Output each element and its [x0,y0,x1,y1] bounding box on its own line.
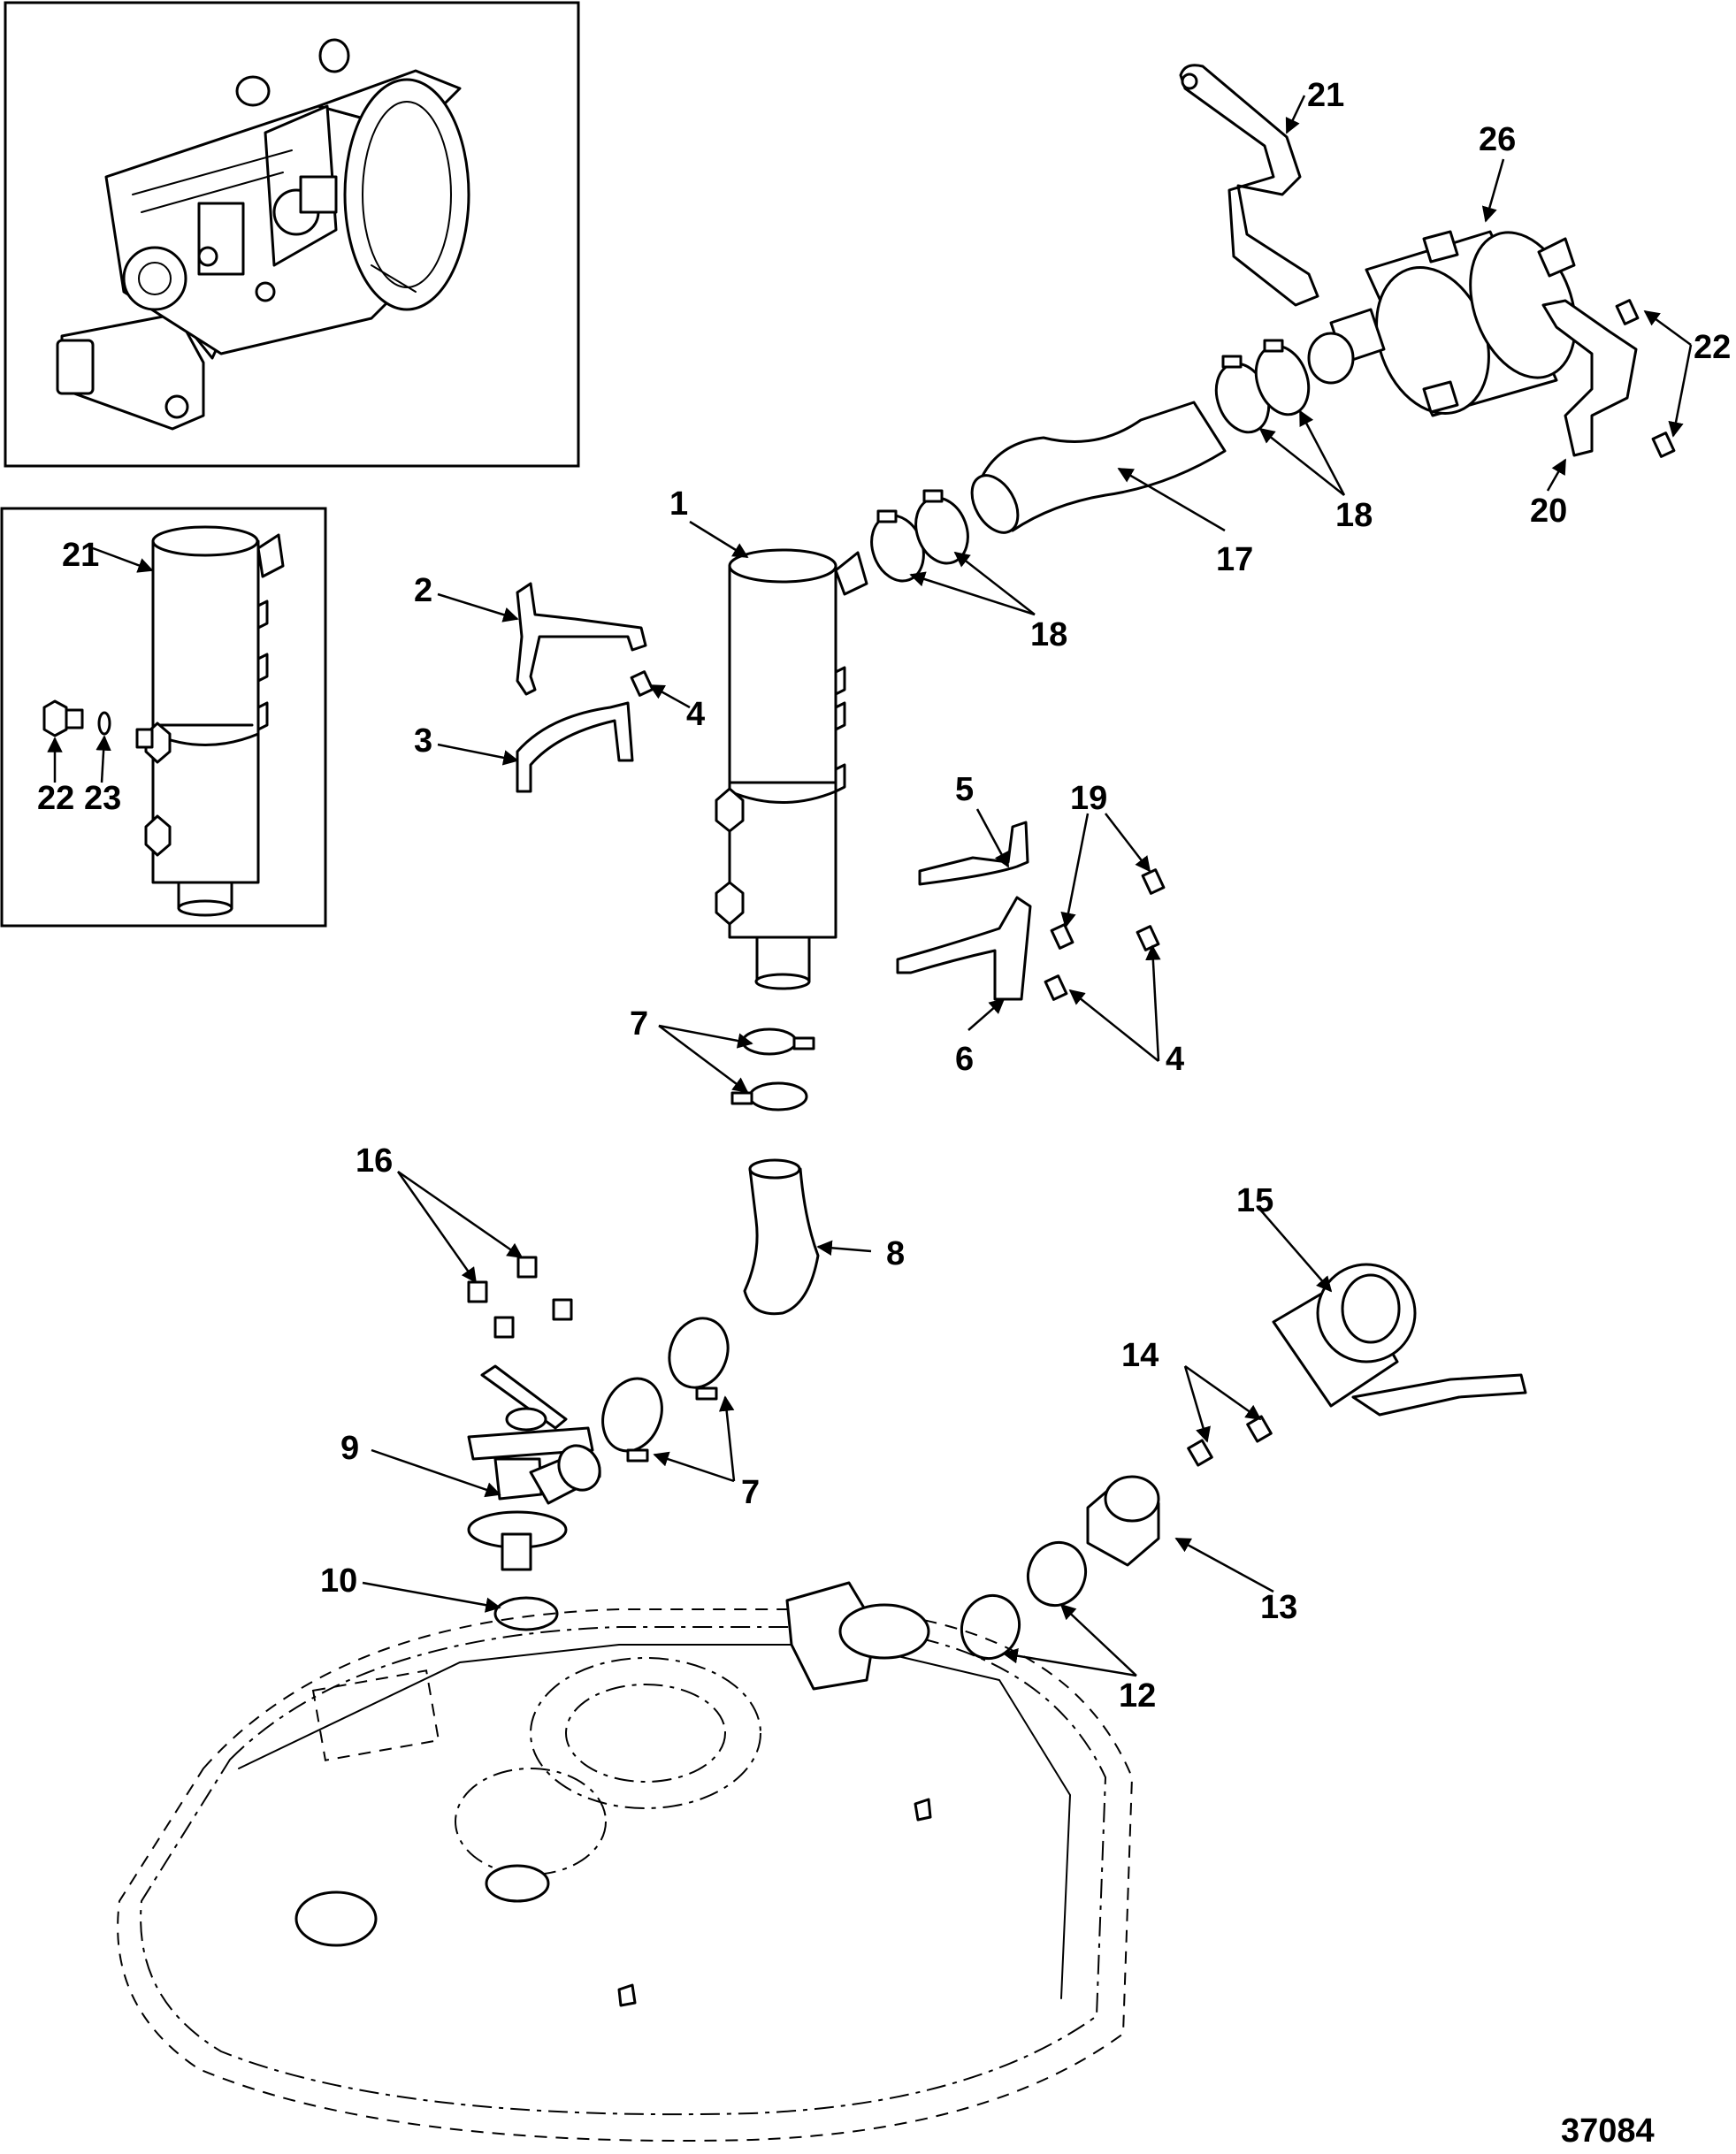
callout-8: 8 [886,1235,905,1272]
clamps-7-lower [601,1317,730,1463]
callout-20: 20 [1530,493,1567,530]
bolt-4c [1136,925,1160,951]
clamps-18-lower [870,489,969,583]
transmission-case-outline [117,1581,1134,2142]
clamps-18-upper [1214,339,1311,434]
bracket-2 [516,582,647,696]
figure-number: 37084 [1561,2112,1655,2150]
callout-18a: 18 [1335,497,1373,534]
bolts-14 [1187,1415,1273,1467]
o-rings-12 [960,1540,1087,1661]
callout-22: 22 [1694,329,1731,366]
bolt-19a [1050,923,1074,950]
callout-14: 14 [1121,1337,1159,1374]
callout-17: 17 [1216,541,1253,578]
callout-7b: 7 [741,1474,760,1511]
alternate-muffler-inset [0,507,327,928]
callout-7a: 7 [630,1005,648,1043]
hose-8 [743,1167,820,1316]
strainer-15 [1272,1263,1527,1417]
hose-17 [980,401,1227,532]
engine-icon [56,38,470,431]
callout-25: 23 [84,780,121,817]
bracket-21 [1179,64,1319,307]
bolt-19b [1141,868,1166,895]
callout-1: 1 [669,485,688,523]
o-ring-10 [493,1596,559,1631]
callout-6: 6 [955,1041,974,1078]
callout-23: 21 [62,537,99,574]
callout-4b: 4 [1166,1041,1184,1078]
bolts-16 [467,1256,573,1339]
bolt-4a [630,670,654,697]
bracket-20 [1541,299,1638,457]
callout-9: 9 [340,1430,359,1467]
callout-3: 3 [414,722,432,760]
fitting-13 [1086,1475,1160,1567]
bracket-5 [918,821,1029,886]
seacock-valve-9 [467,1364,601,1571]
muffler-26 [1307,230,1577,417]
muffler-alt-icon [135,525,285,917]
bracket-3 [516,701,634,793]
callout-13: 13 [1260,1589,1297,1626]
bolt-22a [1615,299,1640,325]
leader-lines [47,95,1693,1677]
callout-labels: 21 26 22 18 20 17 18 1 2 3 4 21 22 23 5 … [37,77,1731,1715]
o-ring-25-icon [97,711,111,736]
callout-2: 2 [414,572,432,609]
bracket-6 [896,896,1032,1001]
callout-19: 19 [1070,780,1107,817]
callout-5: 5 [955,771,974,808]
callout-24: 22 [37,780,74,817]
callout-21: 21 [1307,77,1344,114]
bolt-22b [1651,432,1676,458]
engine-overview-inset [4,1,580,468]
callout-4a: 4 [686,696,705,733]
callout-18b: 18 [1030,616,1067,653]
fitting-24-icon [42,699,84,737]
muffler-1 [715,548,868,990]
callout-10: 10 [320,1562,357,1600]
callout-15: 15 [1236,1182,1273,1219]
callout-26: 26 [1479,121,1516,158]
callout-12: 12 [1119,1677,1156,1715]
callout-16: 16 [356,1142,393,1180]
bolt-4b [1044,974,1068,1001]
